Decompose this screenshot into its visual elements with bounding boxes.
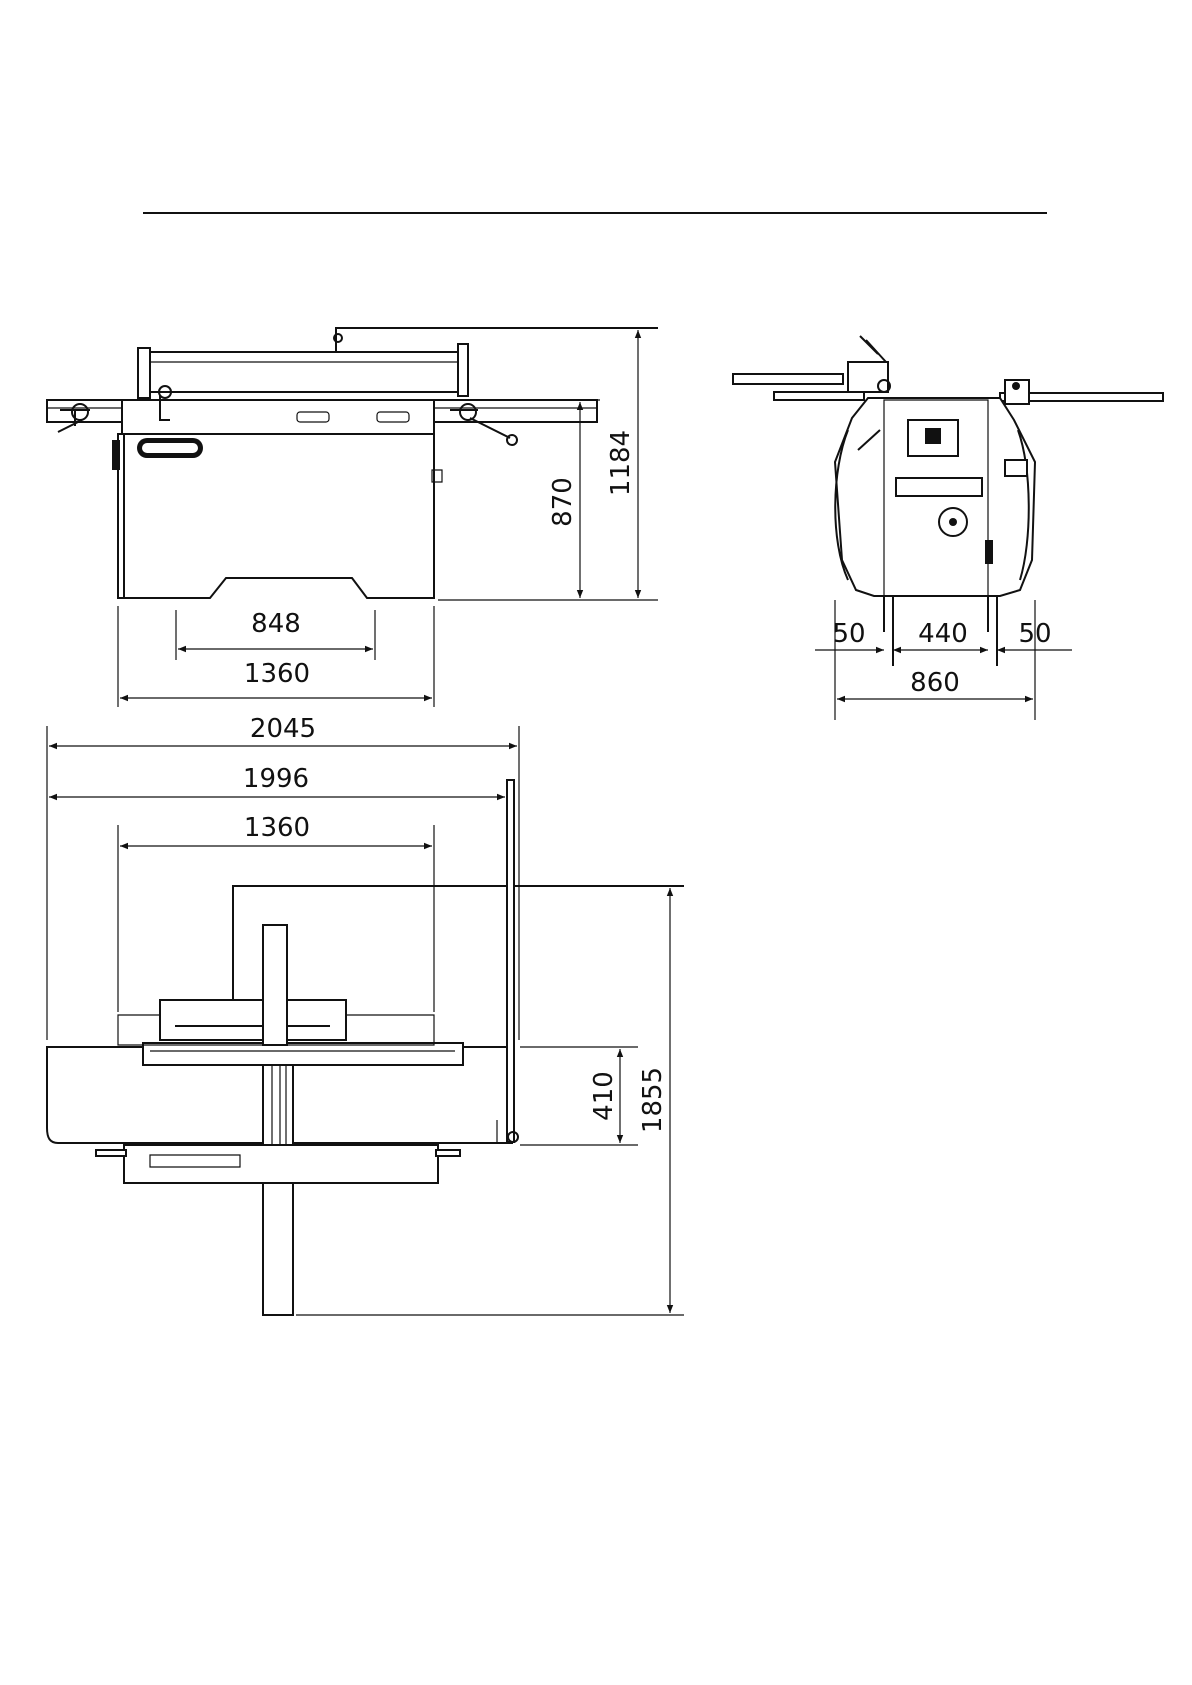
dim-label-1996: 1996: [243, 764, 309, 794]
dim-label-848: 848: [251, 609, 301, 639]
dim-label-1184: 1184: [606, 430, 636, 496]
front-cabinet: [118, 434, 434, 598]
front-view: [47, 328, 658, 598]
top-arm: [263, 1065, 293, 1315]
dim-label-1360-top: 1360: [244, 813, 310, 843]
top-carriage: [143, 1043, 463, 1065]
side-dimensions: 50 440 50 860: [815, 600, 1072, 720]
dim-label-50-right: 50: [1018, 619, 1051, 649]
side-view: [733, 336, 1163, 666]
dim-label-440: 440: [918, 619, 968, 649]
dim-label-2045: 2045: [250, 714, 316, 744]
dim-label-1360-front: 1360: [244, 659, 310, 689]
front-fence: [148, 352, 463, 392]
dim-label-410: 410: [589, 1071, 619, 1121]
front-frame-band: [122, 400, 434, 434]
dim-label-1855: 1855: [638, 1067, 668, 1133]
top-lower-body: [124, 1145, 438, 1183]
dim-label-860: 860: [910, 668, 960, 698]
dim-label-50-left: 50: [832, 619, 865, 649]
side-table-left: [733, 374, 843, 384]
dim-label-870: 870: [548, 477, 578, 527]
